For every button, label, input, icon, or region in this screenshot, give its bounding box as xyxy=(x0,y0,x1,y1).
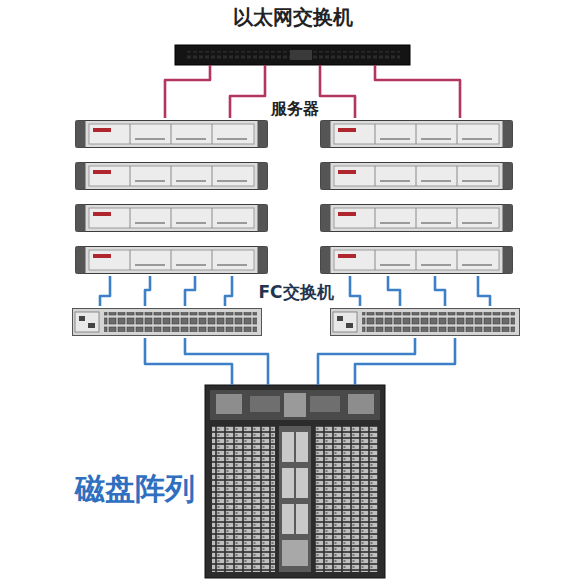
cable-connector xyxy=(435,276,445,306)
cable-connector xyxy=(225,276,232,306)
cable-connector xyxy=(388,276,400,306)
cable-connector xyxy=(185,338,268,385)
fc-switch-group: FC交换机 xyxy=(68,306,524,338)
node-label: 服务器 xyxy=(70,99,520,118)
cable-connector xyxy=(320,65,355,118)
cable-connector xyxy=(145,276,150,306)
disk-array: 磁盘阵列 xyxy=(205,385,385,578)
cable-connector xyxy=(318,338,415,385)
node-label: 磁盘阵列 xyxy=(35,471,195,507)
cable-connector xyxy=(478,276,490,306)
cable-connector xyxy=(185,276,195,306)
ethernet-switch: 以太网交换机 xyxy=(175,45,410,65)
cable-connector xyxy=(100,276,110,306)
cable-connector xyxy=(165,65,210,118)
cable-connector xyxy=(350,276,360,306)
node-label: 以太网交换机 xyxy=(75,5,510,29)
cable-connector xyxy=(230,65,265,118)
node-label: FC交换机 xyxy=(68,282,524,302)
cable-connector xyxy=(375,65,460,118)
cable-connector xyxy=(355,338,455,385)
server-group: 服务器 xyxy=(70,118,520,276)
cable-connector xyxy=(145,338,232,385)
